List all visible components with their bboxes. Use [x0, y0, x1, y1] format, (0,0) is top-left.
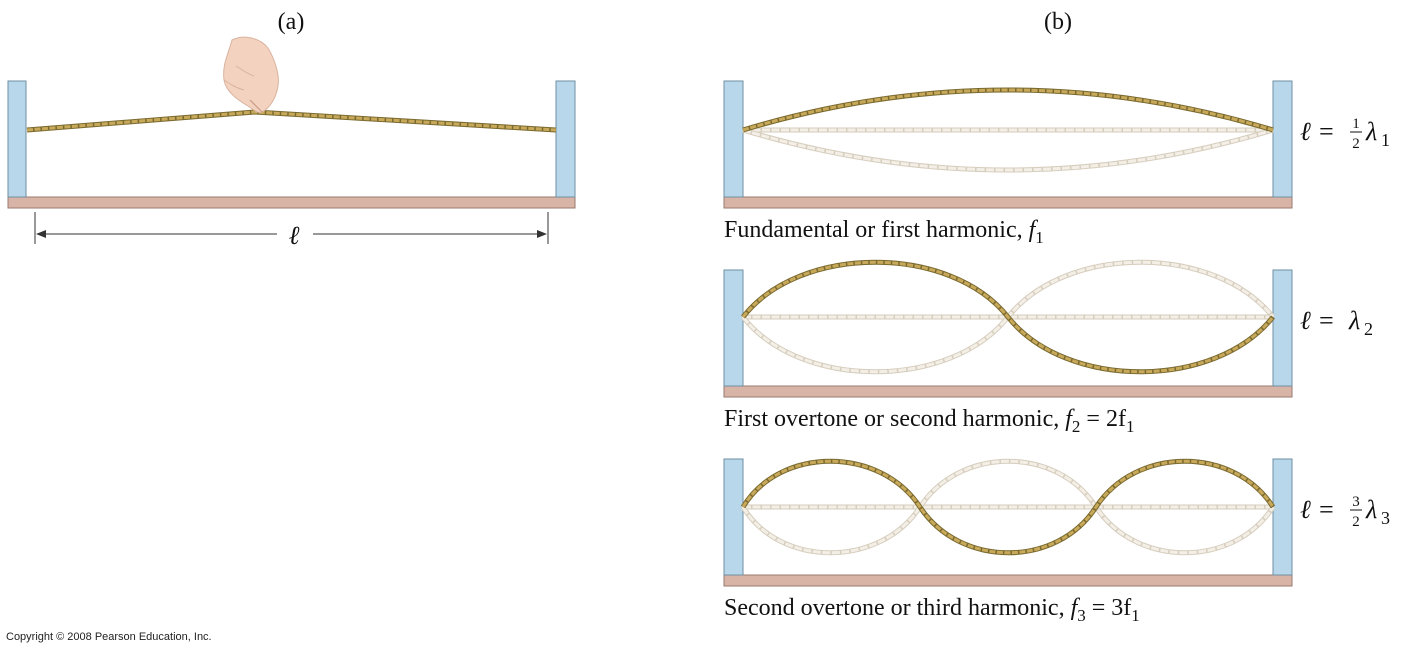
panel-b-label: (b) — [1044, 9, 1072, 35]
svg-text:1: 1 — [1381, 130, 1390, 150]
svg-text:λ: λ — [1365, 117, 1377, 146]
panel-a: (a) ℓ — [7, 9, 576, 250]
hand-icon — [223, 36, 279, 113]
copyright-notice: Copyright © 2008 Pearson Education, Inc. — [6, 631, 212, 643]
panel-a-label: (a) — [278, 9, 305, 35]
plucked-string — [26, 109, 557, 133]
mode-3-ghost-strings — [740, 458, 1276, 556]
mode-2-caption: First overtone or second harmonic, f2 = … — [724, 406, 1134, 436]
mode-3-string — [740, 458, 1276, 556]
mode-1-caption: Fundamental or first harmonic, f1 — [724, 217, 1044, 247]
length-dimension: ℓ — [34, 212, 549, 250]
mode-2-apparatus — [723, 259, 1293, 398]
mode-1-apparatus — [723, 80, 1293, 209]
base-board — [7, 196, 576, 209]
svg-text:3: 3 — [1381, 508, 1390, 528]
svg-text:2: 2 — [1352, 514, 1360, 530]
mode-3-apparatus — [723, 458, 1293, 587]
length-label: ℓ — [289, 221, 300, 250]
svg-text:3: 3 — [1352, 494, 1360, 510]
mode-2-relation: ℓ = λ 2 — [1300, 306, 1373, 339]
mode-1-string — [742, 87, 1274, 133]
panel-b: (b) — [723, 9, 1390, 625]
left-post — [7, 80, 27, 198]
svg-text:1: 1 — [1352, 116, 1360, 132]
svg-text:2: 2 — [1352, 136, 1360, 152]
mode-2-string — [741, 259, 1275, 375]
svg-text:λ: λ — [1365, 495, 1377, 524]
mode-1-relation: ℓ = 1 2 λ 1 — [1300, 116, 1390, 152]
right-post — [555, 80, 576, 198]
svg-text:ℓ =: ℓ = — [1300, 495, 1335, 524]
mode-1-ghost-strings — [742, 127, 1274, 173]
svg-text:ℓ =: ℓ = — [1300, 306, 1335, 335]
mode-3-relation: ℓ = 3 2 λ 3 — [1300, 494, 1390, 530]
svg-text:λ: λ — [1348, 306, 1360, 335]
svg-text:ℓ =: ℓ = — [1300, 117, 1335, 146]
svg-text:2: 2 — [1364, 319, 1373, 339]
mode-3-caption: Second overtone or third harmonic, f3 = … — [724, 595, 1140, 625]
